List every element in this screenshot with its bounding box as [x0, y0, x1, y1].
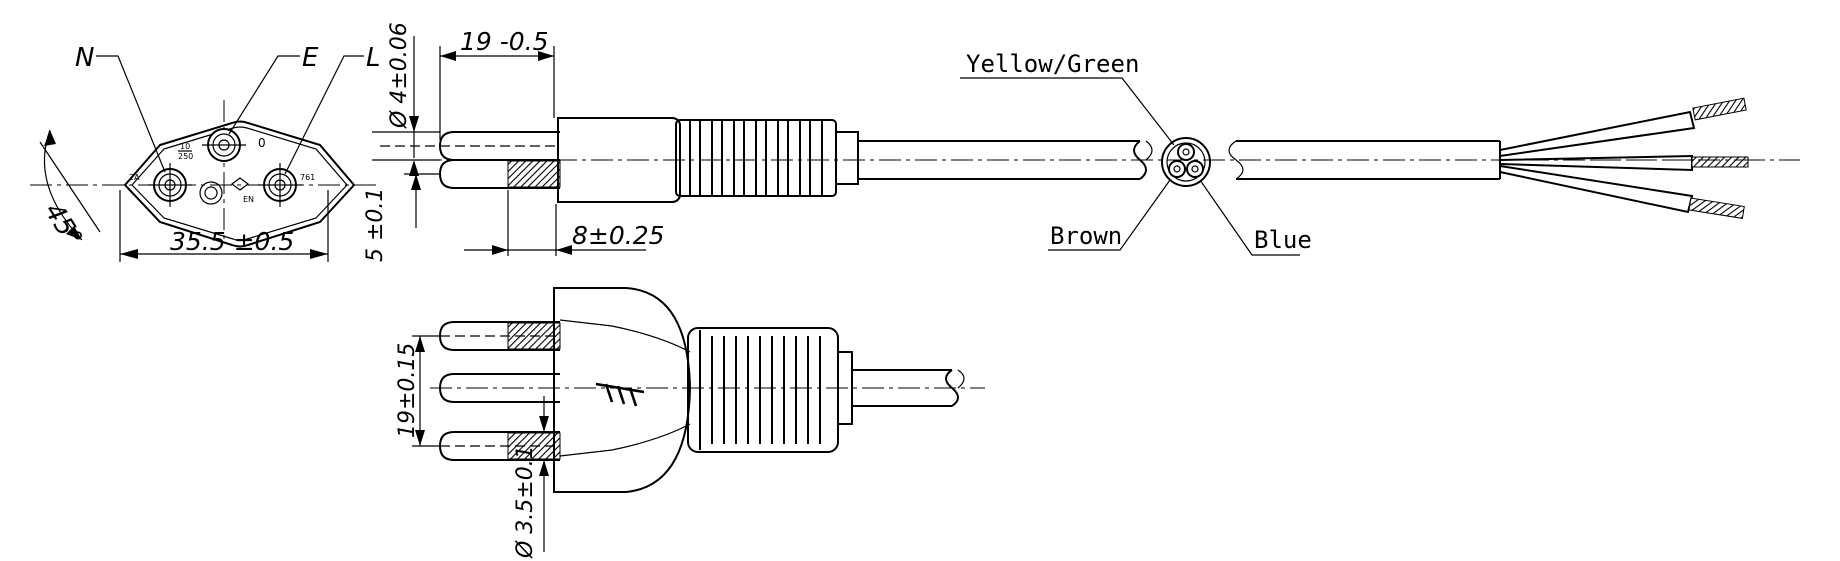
wire-ends: [1499, 97, 1770, 219]
cert-mark: EN: [243, 195, 254, 204]
current-rating-mark: 2A: [129, 173, 140, 182]
pin-neutral: [148, 163, 192, 207]
angle-label: 45°: [38, 198, 88, 253]
pin-line: [258, 163, 302, 207]
plug-side-view: Yellow/Green Brown Blue 19 -0.5 Ø 4±0.06…: [363, 22, 1800, 262]
pin-offset-dimension: 5 ±0.1: [363, 188, 388, 262]
earth-symbol-icon: [595, 382, 645, 407]
earth-label: E: [302, 43, 319, 73]
wire-label-live: Brown: [1050, 222, 1122, 250]
wire-label-neutral: Blue: [1254, 226, 1312, 254]
bottom-pin-lower: [438, 431, 561, 461]
plug-top-view: 19±0.15 Ø 3.5±0.1: [395, 287, 985, 559]
pin-spacing-dimension: 19±0.15: [395, 343, 420, 438]
plug-front-view: 2A 10 250 0 761 EN N E L 45° 35.5 ±0.5: [30, 43, 381, 262]
insulated-pin-diameter-dimension: Ø 3.5±0.1: [513, 445, 538, 559]
rating-fraction-bottom: 250: [178, 152, 193, 161]
bottom-grip-ridges: [699, 330, 821, 450]
line-label: L: [366, 43, 381, 73]
pin-earth: [202, 128, 246, 162]
face-width-dimension: 35.5 ±0.5: [170, 227, 294, 256]
pin-insulation-sleeve: [507, 160, 561, 188]
cable-cross-section: [1161, 137, 1211, 187]
zero-mark: 0: [258, 136, 266, 150]
pin-diameter-dimension: Ø 4±0.06: [387, 22, 412, 129]
neutral-label: N: [75, 43, 94, 73]
pin-length-dimension: 19 -0.5: [460, 27, 549, 56]
wire-label-earth: Yellow/Green: [966, 50, 1139, 78]
bottom-pin-upper: [438, 321, 561, 351]
bottom-pin-middle: [438, 373, 560, 403]
rating-fraction-top: 10: [180, 142, 190, 151]
grip-ridges: [689, 120, 823, 196]
code-mark: 761: [300, 173, 315, 182]
approval-mark-icon: EN: [199, 177, 254, 205]
insulation-length-dimension: 8±0.25: [572, 221, 665, 250]
